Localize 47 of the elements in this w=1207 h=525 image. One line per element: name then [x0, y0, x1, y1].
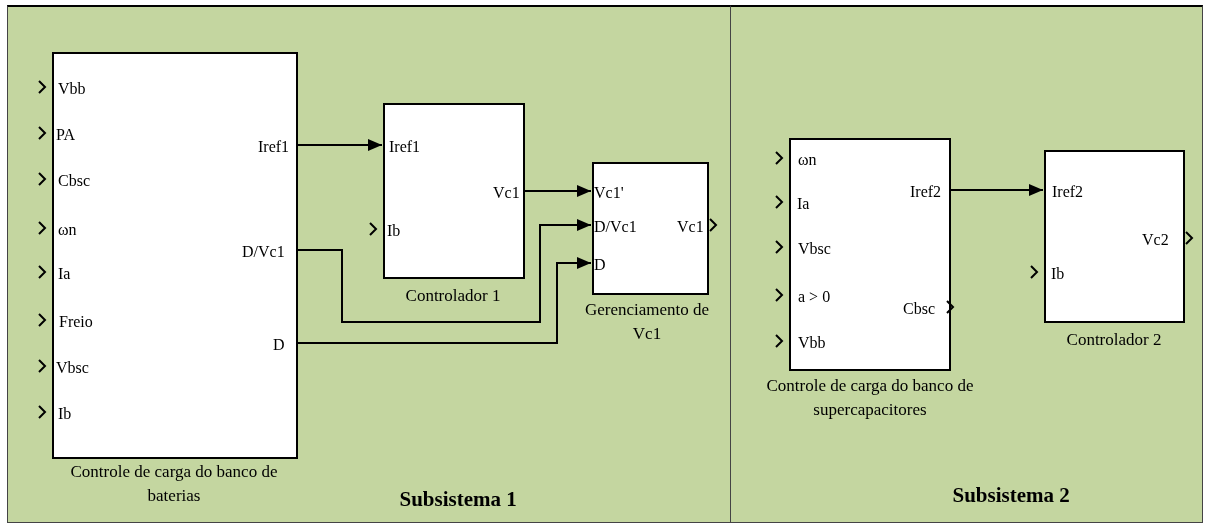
port-label: ωn: [58, 221, 77, 239]
port-label: Iref2: [1052, 183, 1084, 201]
block-caption: Controle de carga do banco de baterias: [69, 461, 279, 507]
port-label: Vbb: [798, 334, 826, 352]
port-label: Vbsc: [56, 359, 89, 377]
port-label: D: [594, 256, 606, 274]
port-label: Freio: [59, 313, 93, 331]
port-label: Iref2: [910, 183, 942, 201]
subsystem-panel: [7, 5, 731, 523]
subsystem-block: [52, 52, 298, 459]
port-label: Cbsc: [58, 172, 90, 190]
subsystem-block: [383, 103, 525, 279]
signal-arrow: [523, 185, 592, 197]
port-label: Vc1: [677, 218, 704, 236]
subsystem-block: [1044, 150, 1185, 323]
port-label: Iref1: [389, 138, 421, 156]
subsystem-panel: [730, 5, 1203, 523]
port-label: D: [273, 336, 285, 354]
port-label: a > 0: [798, 288, 831, 306]
block-caption: Controlador 2: [1065, 329, 1163, 351]
signal-arrow: [949, 184, 1044, 196]
port-label: Vc1': [594, 184, 624, 202]
port-label: Vc1: [493, 184, 520, 202]
subsystem-title: Subsistema 1: [399, 486, 517, 512]
port-label: Vbsc: [798, 240, 831, 258]
block-caption: Controlador 1: [404, 285, 502, 307]
subsystem-title: Subsistema 2: [952, 482, 1070, 508]
port-label: Ib: [1051, 265, 1065, 283]
port-label: Iref1: [258, 138, 290, 156]
subsystem-block: [789, 138, 951, 371]
port-label: Ia: [58, 265, 71, 283]
block-caption: Controle de carga do banco de supercapacitores: [765, 375, 975, 421]
port-label: D/Vc1: [594, 218, 637, 236]
signal-arrow: [296, 139, 383, 151]
subsystem-block: [592, 162, 709, 295]
port-label: D/Vc1: [242, 243, 285, 261]
port-label: Ib: [387, 222, 401, 240]
port-label: Vc2: [1142, 231, 1169, 249]
port-label: Ia: [797, 195, 810, 213]
port-label: PA: [56, 126, 75, 144]
port-label: Cbsc: [903, 300, 935, 318]
port-label: Vbb: [58, 80, 86, 98]
signal-arrow: [296, 219, 592, 323]
port-label: ωn: [798, 151, 817, 169]
block-caption: Gerenciamento de Vc1: [583, 299, 711, 345]
signal-arrow: [296, 257, 592, 344]
port-label: Ib: [58, 405, 72, 423]
